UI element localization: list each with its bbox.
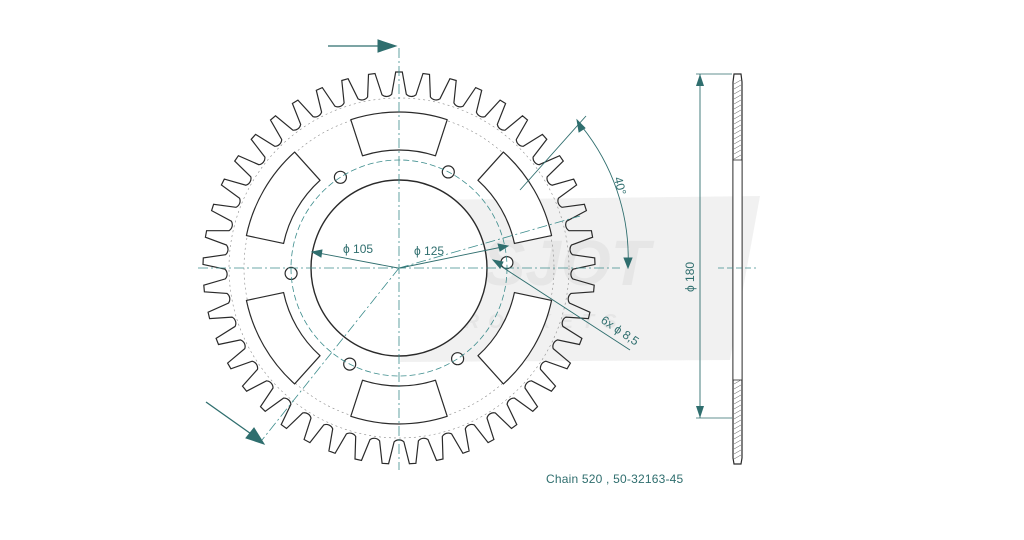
hatch-line	[733, 84, 742, 90]
hatch-line	[733, 379, 742, 385]
section-hatching	[733, 79, 742, 460]
dimension-lines	[310, 115, 633, 351]
diagonal-centerline	[261, 267, 400, 441]
hatch-line	[733, 154, 742, 160]
side-section-view: ϕ 180	[683, 73, 756, 465]
hatch-line	[733, 399, 742, 405]
part-number: 50-32163-45	[613, 472, 684, 486]
outer-diameter-arrow-top	[696, 74, 704, 86]
outer-diameter-label: ϕ 180	[683, 262, 697, 292]
hatch-line	[733, 389, 742, 395]
hatch-line	[733, 454, 742, 460]
hole-leader-arrow	[491, 259, 504, 269]
section-arrow-bottom-line	[205, 401, 255, 437]
angle-dimension-arc	[577, 121, 629, 269]
chain-label: Chain 520	[546, 472, 603, 486]
hatch-line	[733, 409, 742, 415]
hole-leader-line	[495, 262, 631, 351]
bolt-hole	[451, 352, 465, 366]
hatch-line	[733, 434, 742, 440]
angle-extension-line	[519, 115, 587, 191]
hatch-line	[733, 394, 742, 400]
hatch-line	[733, 99, 742, 105]
pitch-circle	[290, 159, 508, 377]
hole-centerline	[398, 215, 581, 269]
hatch-line	[733, 79, 742, 85]
lightening-window	[245, 291, 321, 385]
centerlines	[198, 48, 620, 470]
bore-dimension-arrow	[310, 249, 323, 258]
hatch-line	[733, 104, 742, 110]
hatch-line	[733, 449, 742, 455]
hatch-line	[733, 109, 742, 115]
pcd-dimension-arrow	[497, 243, 510, 252]
hatch-line	[733, 414, 742, 420]
pcd-diameter-label: ϕ 125	[414, 244, 444, 258]
hatch-line	[733, 429, 742, 435]
hatch-line	[733, 439, 742, 445]
hatch-line	[733, 424, 742, 430]
hatch-line	[733, 114, 742, 120]
lightening-windows	[245, 111, 553, 425]
lightening-window	[245, 151, 321, 245]
caption-separator: ,	[602, 472, 614, 486]
hatch-line	[733, 144, 742, 150]
hatch-line	[733, 149, 742, 155]
outer-diameter-arrow-bottom	[696, 406, 704, 418]
caption: Chain 520 , 50-32163-45	[546, 472, 683, 486]
section-arrow-bottom-head	[245, 427, 266, 445]
sprocket-teeth-outline	[202, 71, 596, 465]
hatch-line	[733, 384, 742, 390]
hatch-line	[733, 134, 742, 140]
hatch-line	[733, 444, 742, 450]
bore-diameter-label: ϕ 105	[343, 242, 373, 256]
lightening-window	[477, 151, 553, 245]
hatch-line	[733, 124, 742, 130]
hatch-line	[733, 404, 742, 410]
angle-arrow-bottom	[623, 257, 633, 270]
hatch-line	[733, 89, 742, 95]
angle-arrow-top	[576, 118, 586, 133]
hatch-line	[733, 139, 742, 145]
hatch-line	[733, 419, 742, 425]
watermark-logo-shape	[400, 196, 760, 362]
hatch-line	[733, 119, 742, 125]
hatch-line	[733, 94, 742, 100]
section-arrow-top-head	[377, 39, 398, 53]
pcd-dimension-line	[399, 245, 508, 269]
bore-dimension-line	[312, 251, 399, 269]
side-hub-section	[732, 159, 743, 381]
section-arrows	[205, 39, 398, 445]
lightening-window	[477, 291, 553, 385]
lightening-window	[350, 379, 448, 425]
hatch-line	[733, 129, 742, 135]
angle-label: 40°	[611, 175, 629, 196]
